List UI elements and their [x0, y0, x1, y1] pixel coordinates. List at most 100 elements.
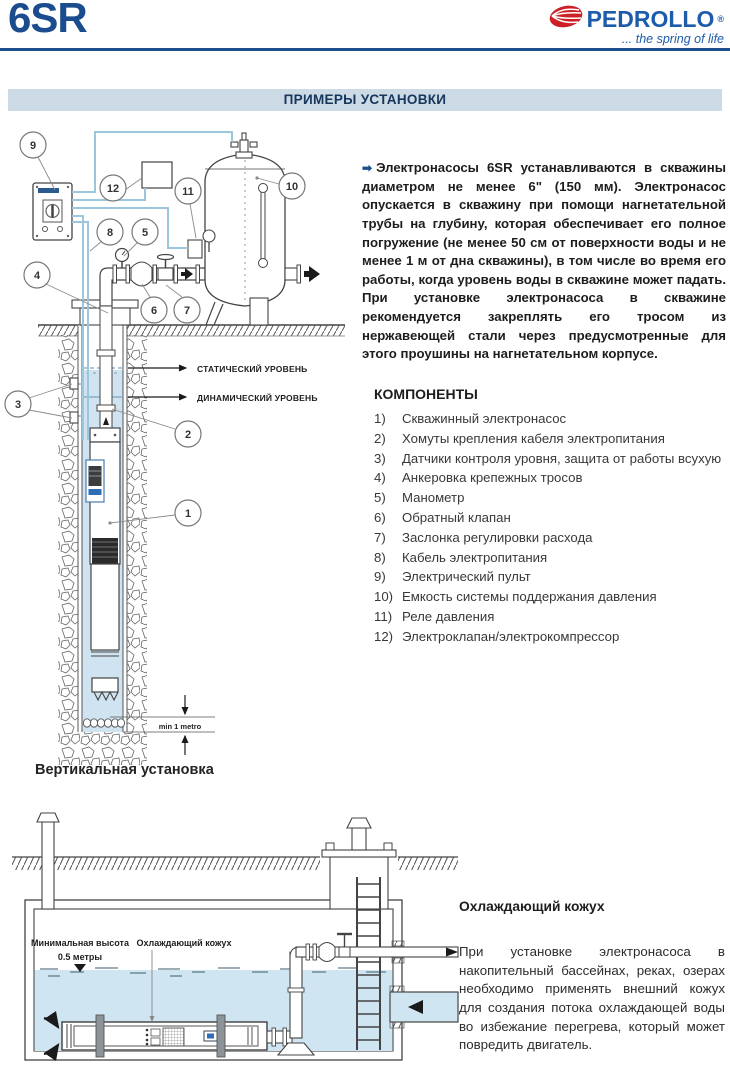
vertical-installation-diagram: СТАТИЧЕСКИЙ УРОВЕНЬ ДИНАМИЧЕСКИЙ УРОВЕНЬ [4, 131, 345, 765]
item-number: 11) [374, 608, 393, 624]
item-label: Датчики контроля уровня, защита от работ… [402, 450, 722, 466]
svg-text:4: 4 [34, 270, 41, 282]
item-number: 10) [374, 589, 394, 605]
svg-text:11: 11 [182, 186, 194, 198]
jacket-label: Охлаждающий кожух [137, 938, 232, 948]
cooling-section-body: При установке электронасоса в накопитель… [459, 944, 725, 1053]
well-bottom-gravel [82, 718, 126, 728]
item-label: Электрический пульт [402, 569, 531, 585]
cooling-section-heading: Охлаждающий кожух [459, 899, 605, 914]
pedrollo-swirl-icon [548, 3, 584, 35]
pipe-flange [173, 264, 178, 284]
vent-pipe-right [346, 817, 372, 851]
item-number: 9) [374, 569, 386, 585]
discharge-piping [266, 932, 459, 1056]
callout-7: 7 [173, 296, 201, 324]
level-marker-icon [74, 964, 86, 972]
list-item: 5)Манометр [374, 488, 726, 508]
static-level-label: СТАТИЧЕСКИЙ УРОВЕНЬ [197, 363, 307, 374]
item-number: 5) [374, 490, 386, 506]
list-item: 8)Кабель электропитания [374, 548, 726, 568]
pressure-tank [187, 132, 320, 326]
callout-11: 11 [174, 177, 202, 205]
pipe-flange [195, 264, 200, 284]
horizontal-pump-with-jacket [61, 1014, 268, 1058]
item-label: Реле давления [402, 608, 495, 624]
pipe-flange [152, 264, 157, 284]
pressure-switch [187, 229, 216, 259]
pipe-flange [125, 264, 130, 284]
brand-logo: PEDROLLO ® ... the spring of life [548, 3, 724, 46]
callout-5: 5 [131, 218, 159, 246]
callout-3: 3 [4, 390, 32, 418]
callout-4: 4 [23, 261, 51, 289]
item-number: 6) [374, 509, 386, 525]
check-valve [130, 261, 153, 287]
flow-arrow [181, 268, 193, 280]
min-height-label-line1: Минимальная высота [31, 938, 130, 948]
dynamic-level-label: ДИНАМИЧЕСКИЙ УРОВЕНЬ [197, 392, 318, 403]
item-label: Скважинный электронасос [402, 411, 567, 426]
min-depth-dimension: min 1 metro [110, 695, 215, 755]
tank-air-valve [230, 132, 258, 159]
outflow-arrow [446, 947, 458, 957]
level-indicator-tube [258, 183, 268, 268]
list-item: 2)Хомуты крепления кабеля электропитания [374, 429, 726, 449]
callout-9: 9 [19, 131, 47, 159]
model-title: 6SR [8, 0, 88, 41]
callout-1: 1 [174, 499, 202, 527]
list-item: 7)Заслонка регулировки расхода [374, 528, 726, 548]
min-depth-label: min 1 metro [159, 722, 202, 731]
cooling-jacket-diagram: Минимальная высота 0.5 метры Охлаждающий… [12, 812, 459, 1061]
item-label: Обратный клапан [402, 509, 511, 525]
item-number: 3) [374, 450, 386, 466]
item-number: 1) [374, 411, 386, 426]
svg-text:7: 7 [184, 305, 190, 317]
intro-text: Электронасосы 6SR устанавливаются в сква… [362, 160, 726, 362]
manhole [321, 817, 397, 910]
item-label: Хомуты крепления кабеля электропитания [402, 430, 665, 446]
well-riser-pipe [96, 305, 116, 429]
pipe-flange [112, 264, 117, 284]
components-title: КОМПОНЕНТЫ [374, 386, 478, 402]
item-number: 4) [374, 470, 386, 486]
electric-panel [32, 182, 73, 241]
tank-outlet [284, 264, 320, 284]
list-item: 9) Электрический пульт [374, 567, 726, 587]
intake-flow-arrows [43, 1011, 60, 1061]
jacket-strap [95, 1014, 105, 1058]
list-item: 6) Обратный клапан [374, 508, 726, 528]
list-item: 1) Скважинный электронасос [374, 409, 726, 429]
svg-text:12: 12 [107, 183, 119, 195]
list-item: 4) Анкеровка крепежных тросов [374, 468, 726, 488]
item-label: Заслонка регулировки расхода [402, 529, 593, 545]
callout-10: 10 [278, 172, 306, 200]
list-item: 10) Емкость системы поддержания давления [374, 587, 726, 607]
svg-text:1: 1 [185, 508, 191, 520]
well-rock-walls [58, 335, 147, 765]
item-label: Емкость системы поддержания давления [402, 589, 657, 605]
item-label: Анкеровка крепежных тросов [402, 470, 583, 486]
callout-leaders [28, 156, 280, 525]
arrow-icon: ➡ [362, 161, 373, 176]
callout-6: 6 [140, 296, 168, 324]
intro-paragraph: ➡Электронасосы 6SR устанавливаются в скв… [362, 159, 726, 364]
gate-valve [156, 253, 175, 281]
outflow-arrow [304, 266, 320, 282]
check-valve [318, 942, 336, 962]
pipe-support [276, 1042, 316, 1056]
svg-text:9: 9 [30, 140, 36, 152]
diagram-labels: Минимальная высота 0.5 метры Охлаждающий… [31, 938, 231, 1022]
svg-text:10: 10 [286, 181, 298, 193]
svg-text:3: 3 [15, 399, 21, 411]
inflow-arrow [408, 1000, 423, 1014]
list-item: 12)Электроклапан/электрокомпрессор [374, 627, 726, 647]
components-list: КОМПОНЕНТЫ 1) Скважинный электронасос 2)Х… [374, 386, 726, 647]
ladder [356, 877, 381, 1050]
ground-surface [12, 856, 458, 870]
item-number: 8) [374, 549, 386, 565]
pressure-gauge [114, 247, 130, 268]
list-item: 3) Датчики контроля уровня, защита от раб… [374, 449, 726, 469]
solenoid-box [141, 161, 173, 189]
